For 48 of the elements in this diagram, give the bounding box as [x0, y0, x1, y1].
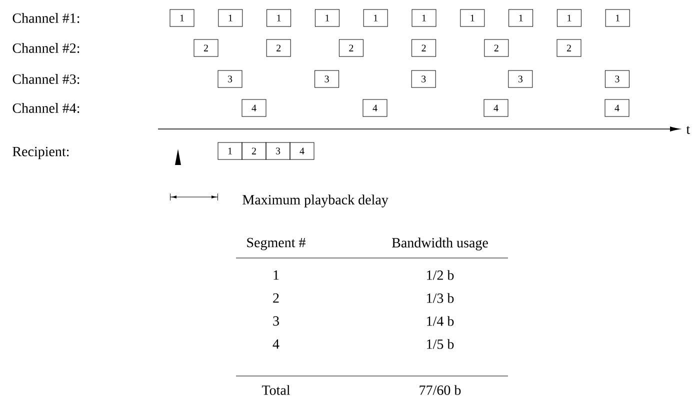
table-cell: 1/4 b	[427, 316, 454, 326]
table-cell: Total	[262, 385, 290, 395]
segment-box: 1	[218, 9, 243, 27]
segment-box: 3	[604, 70, 630, 88]
segment-box: 4	[484, 99, 508, 117]
segment-box: 2	[242, 142, 266, 160]
table-cell: 1/2 b	[427, 270, 454, 280]
segment-box: 3	[508, 70, 533, 88]
table-cell: 1	[274, 270, 279, 280]
segment-box: 1	[460, 9, 485, 27]
segment-box: 3	[218, 70, 242, 88]
segment-box: 4	[362, 99, 388, 117]
row-label: Channel #3:	[12, 74, 80, 84]
table-cell: Segment #	[247, 238, 306, 250]
table-cell: Bandwidth usage	[392, 238, 488, 250]
segment-box: 4	[290, 142, 314, 160]
row-label: Channel #4:	[12, 103, 80, 113]
segment-box: 2	[338, 39, 364, 57]
row-label: Channel #1:	[12, 13, 80, 23]
segment-box: 3	[266, 142, 290, 160]
dimension-label: Maximum playback delay	[242, 194, 388, 208]
segment-box: 3	[314, 70, 340, 88]
segment-box: 4	[242, 99, 266, 117]
segment-box: 2	[556, 39, 582, 57]
segment-box: 1	[412, 9, 436, 27]
segment-box: 1	[508, 9, 534, 27]
segment-box: 3	[411, 70, 436, 88]
segment-box: 1	[363, 9, 388, 27]
table-cell: 2	[273, 293, 279, 303]
segment-box: 1	[605, 9, 630, 27]
segment-box: 2	[484, 39, 509, 57]
row-label: Channel #2:	[12, 43, 80, 53]
segment-box: 2	[266, 39, 291, 57]
segment-box: 1	[266, 9, 292, 27]
segment-box: 1	[170, 9, 194, 27]
segment-box: 1	[556, 9, 582, 27]
segment-box: 4	[604, 99, 630, 117]
row-label: Recipient:	[12, 146, 69, 160]
table-cell: 1/5 b	[427, 339, 454, 349]
table-cell: 77/60 b	[420, 385, 461, 395]
axis-label: t	[686, 126, 690, 134]
segment-box: 1	[218, 142, 242, 160]
table-cell: 1/3 b	[427, 293, 454, 303]
table-cell: 3	[273, 316, 279, 326]
segment-box: 2	[194, 39, 218, 57]
segment-box: 1	[314, 9, 340, 27]
segment-box: 2	[412, 39, 436, 57]
table-cell: 4	[272, 339, 280, 349]
